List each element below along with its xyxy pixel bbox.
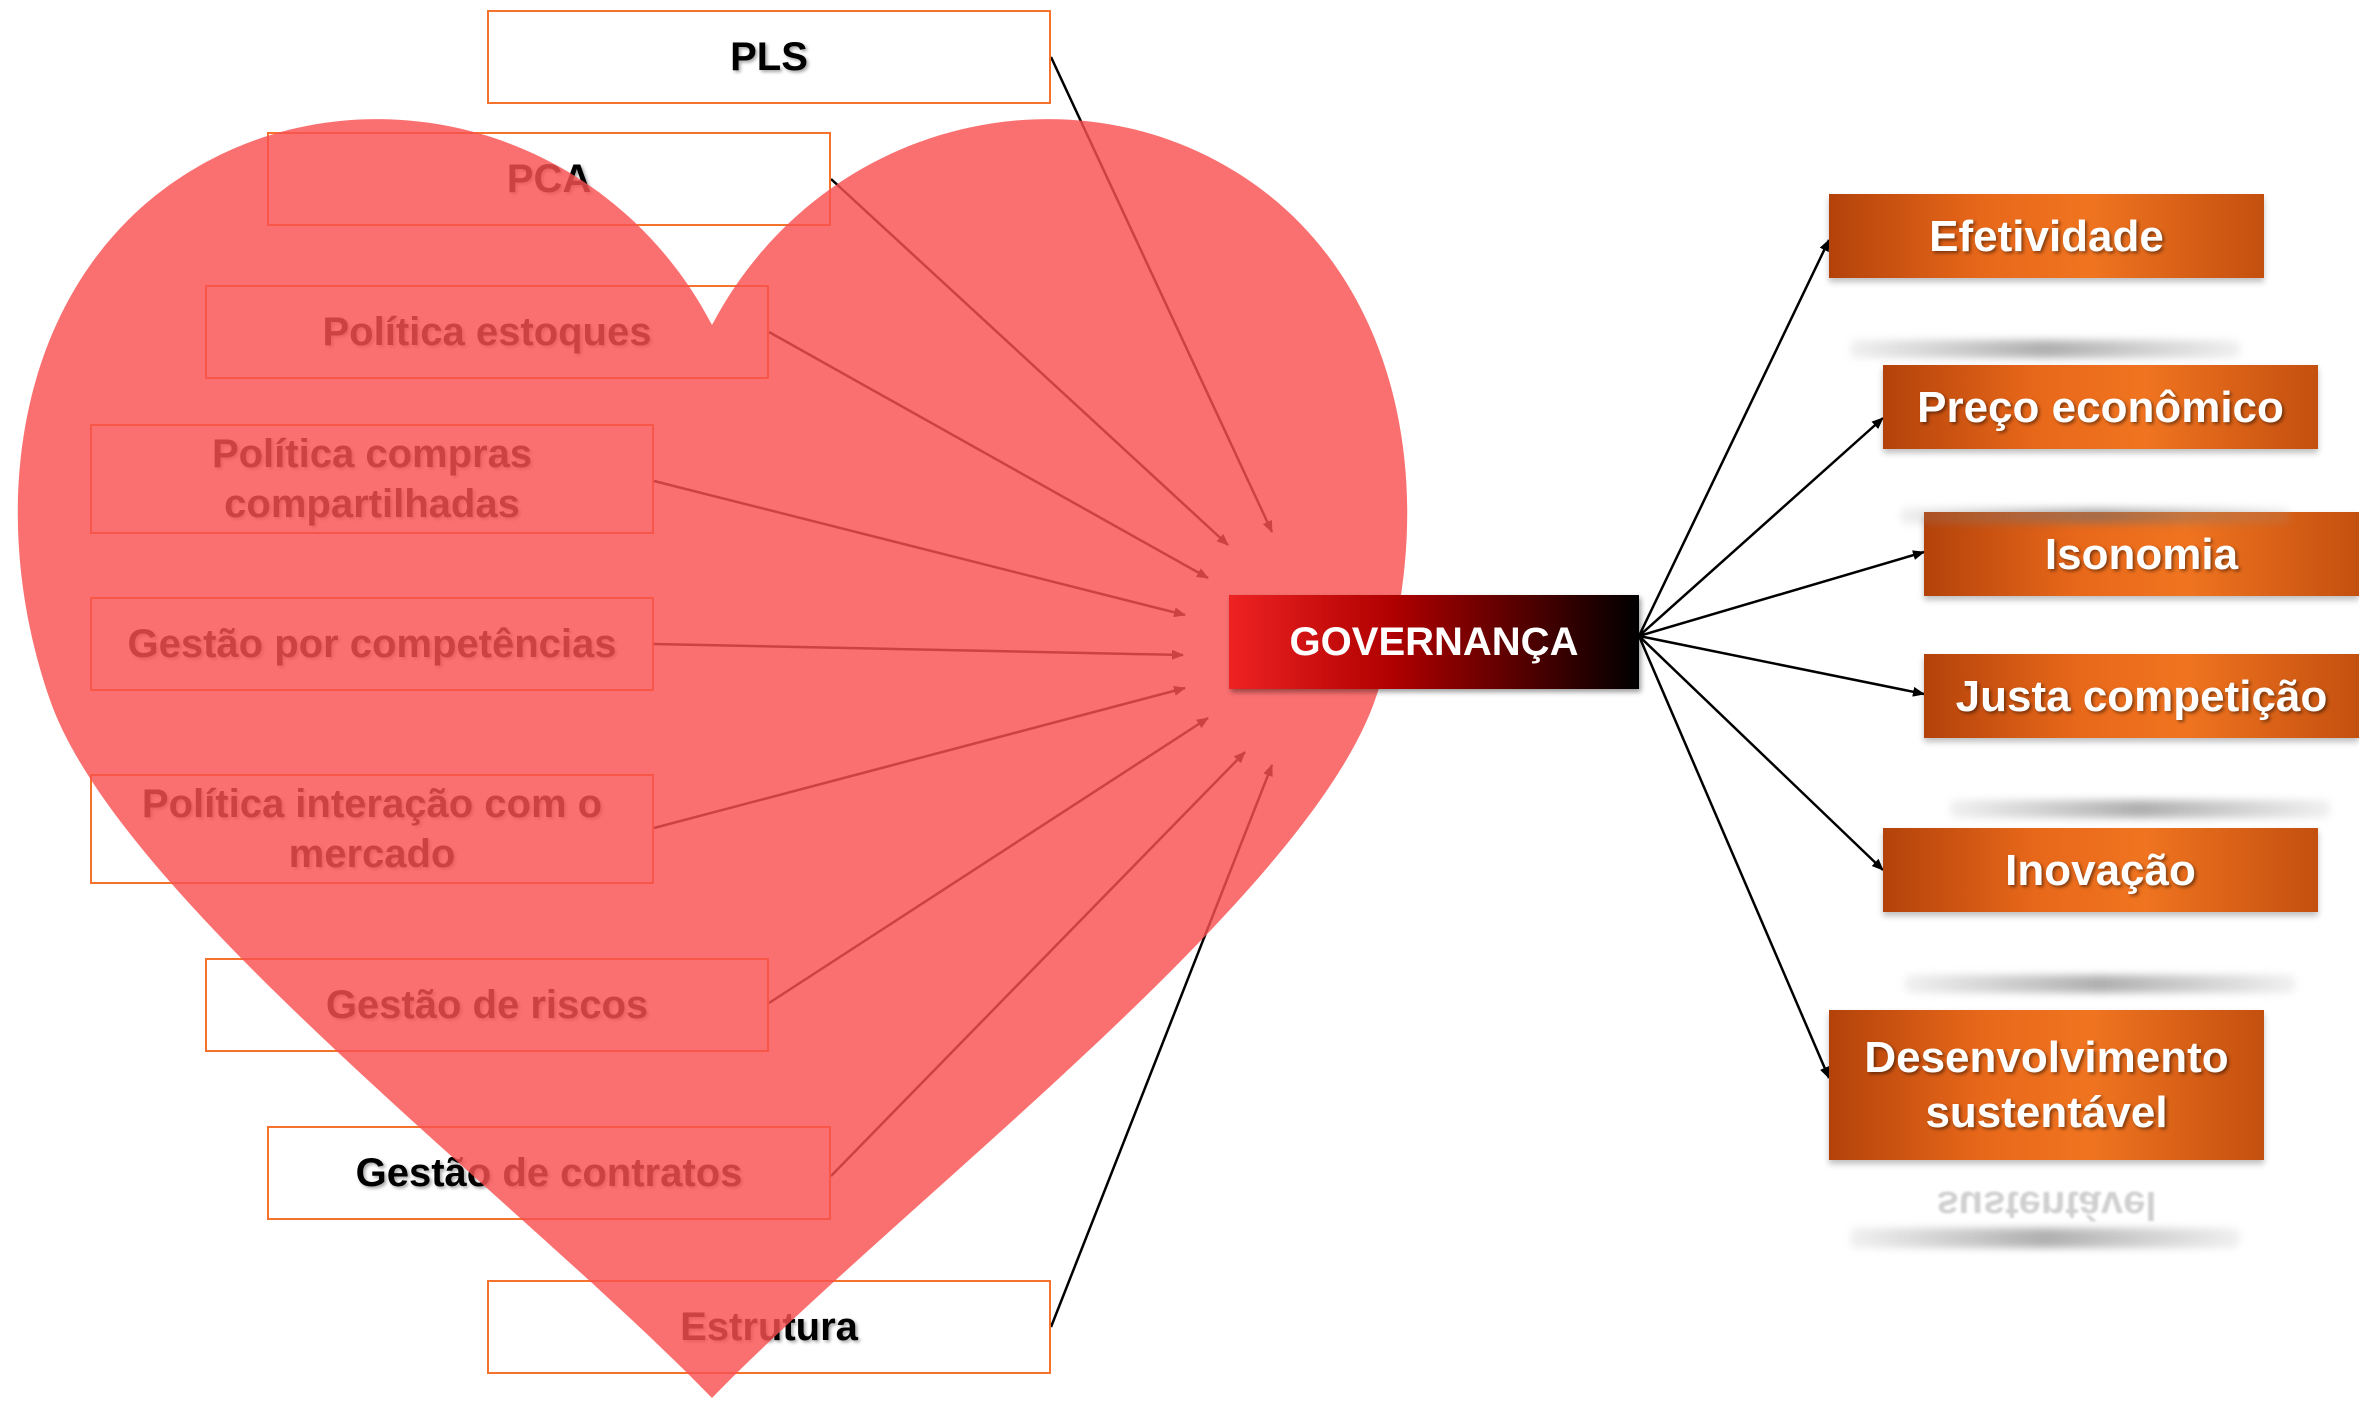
reflection-inovacao	[1905, 975, 2295, 993]
connector-arrows	[653, 56, 1925, 1328]
reflection-sustentavel-text: sustentável	[1829, 1180, 2264, 1230]
output-box-efetividade: Efetividade	[1829, 194, 2264, 278]
governanca-hub-box: GOVERNANÇA	[1229, 595, 1639, 689]
input-box-gestao-por-competencias: Gestão por competências	[90, 597, 654, 691]
input-box-politica-interacao-mercado: Política interação com o mercado	[90, 774, 654, 884]
output-arrow-4	[1638, 635, 1884, 871]
input-arrow-2	[768, 330, 1209, 580]
input-arrow-6	[768, 716, 1209, 1005]
input-label-pls: PLS	[730, 35, 808, 79]
input-arrow-4	[653, 642, 1184, 660]
input-box-pls: PLS	[487, 10, 1051, 104]
output-arrow-0	[1637, 239, 1831, 637]
input-box-estrutura: Estrutura	[487, 1280, 1051, 1374]
governanca-hub-label: GOVERNANÇA	[1289, 620, 1579, 664]
output-arrow-1	[1638, 417, 1884, 637]
input-box-politica-compras-compartilhadas: Política compras compartilhadas	[90, 424, 654, 534]
output-box-desenvolvimento-sustentavel: Desenvolvimento sustentável	[1829, 1010, 2264, 1160]
output-label-isonomia: Isonomia	[2044, 529, 2239, 579]
output-label-efetividade: Efetividade	[1929, 211, 2164, 261]
input-arrow-0	[1049, 56, 1274, 533]
reflection-preco-economico	[1900, 508, 2290, 524]
input-label-politica-estoques: Política estoques	[322, 310, 652, 354]
input-box-gestao-de-contratos: Gestão de contratos	[267, 1126, 831, 1220]
reflection-desenvolvimento	[1850, 1228, 2240, 1248]
input-arrow-8	[1049, 764, 1274, 1328]
input-label-gestao-de-riscos: Gestão de riscos	[325, 983, 649, 1027]
output-arrow-3	[1638, 634, 1925, 697]
output-label-desenvolvimento-sustentavel: Desenvolvimento sustentável	[1864, 1033, 2229, 1137]
output-arrow-5	[1637, 635, 1831, 1079]
input-label-gestao-de-contratos: Gestão de contratos	[355, 1151, 743, 1195]
input-label-gestao-por-competencias: Gestão por competências	[127, 622, 617, 666]
input-label-politica-compras-compartilhadas: Política compras compartilhadas	[211, 432, 533, 526]
input-arrow-7	[830, 751, 1246, 1177]
reflection-sustentavel-label: sustentável	[1936, 1183, 2157, 1227]
input-label-politica-interacao-mercado: Política interação com o mercado	[141, 782, 603, 876]
reflection-justa-competicao	[1950, 800, 2330, 818]
output-label-preco-economico: Preço econômico	[1917, 382, 2284, 432]
input-box-pca: PCA	[267, 132, 831, 226]
output-box-justa-competicao: Justa competição	[1924, 654, 2359, 738]
output-label-justa-competicao: Justa competição	[1955, 671, 2328, 721]
output-box-inovacao: Inovação	[1883, 828, 2318, 912]
output-arrow-2	[1638, 550, 1925, 638]
input-arrow-1	[830, 178, 1229, 546]
input-arrow-5	[653, 685, 1186, 830]
reflection-efetividade	[1850, 340, 2240, 358]
output-box-isonomia: Isonomia	[1924, 512, 2359, 596]
input-box-gestao-de-riscos: Gestão de riscos	[205, 958, 769, 1052]
input-label-estrutura: Estrutura	[680, 1305, 858, 1349]
output-label-inovacao: Inovação	[2005, 845, 2196, 895]
input-label-pca: PCA	[506, 157, 592, 201]
input-box-politica-estoques: Política estoques	[205, 285, 769, 379]
input-arrow-3	[653, 479, 1186, 618]
output-box-preco-economico: Preço econômico	[1883, 365, 2318, 449]
